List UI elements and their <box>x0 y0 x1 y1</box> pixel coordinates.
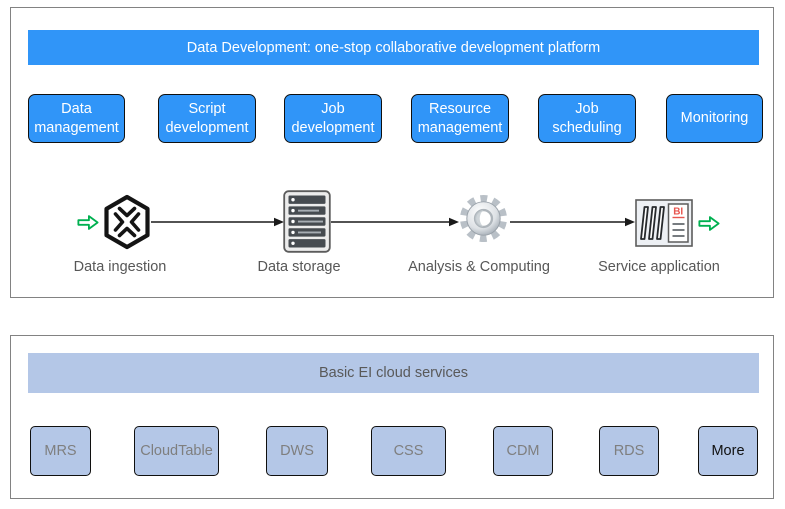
service-box-mrs: MRS <box>30 426 91 476</box>
feature-box-monitoring: Monitoring <box>666 94 763 143</box>
bi-report-icon: BI <box>635 199 693 247</box>
feature-box-resource-management: Resource management <box>411 94 509 143</box>
stage-label-analysis-computing: Analysis & Computing <box>408 259 550 275</box>
stage-label-data-storage: Data storage <box>257 259 341 275</box>
platform-banner: Data Development: one-stop collaborative… <box>28 30 759 65</box>
basic-ei-cloud-services-panel: Basic EI cloud services MRS CloudTable D… <box>10 335 774 499</box>
server-rack-icon <box>283 190 331 253</box>
flow-arrow-connector <box>151 217 284 227</box>
data-switch-icon <box>104 194 150 250</box>
flow-arrow-connector <box>510 217 635 227</box>
service-box-cdm: CDM <box>493 426 553 476</box>
service-box-cloudtable: CloudTable <box>134 426 219 476</box>
service-box-more: More <box>698 426 758 476</box>
data-development-panel: Data Development: one-stop collaborative… <box>10 7 774 298</box>
feature-box-job-development: Job development <box>284 94 382 143</box>
stage-label-data-ingestion: Data ingestion <box>73 259 167 275</box>
gear-icon <box>459 194 508 243</box>
bi-badge: BI <box>673 207 683 218</box>
outflow-arrow-icon <box>698 216 720 231</box>
services-banner: Basic EI cloud services <box>28 353 759 393</box>
feature-box-data-management: Data management <box>28 94 125 143</box>
feature-box-script-development: Script development <box>158 94 256 143</box>
service-box-css: CSS <box>371 426 446 476</box>
stage-label-service-application: Service application <box>598 259 720 275</box>
service-box-dws: DWS <box>266 426 328 476</box>
flow-arrow-connector <box>331 217 459 227</box>
feature-box-job-scheduling: Job scheduling <box>538 94 636 143</box>
inflow-arrow-icon <box>77 215 99 230</box>
service-box-rds: RDS <box>599 426 659 476</box>
